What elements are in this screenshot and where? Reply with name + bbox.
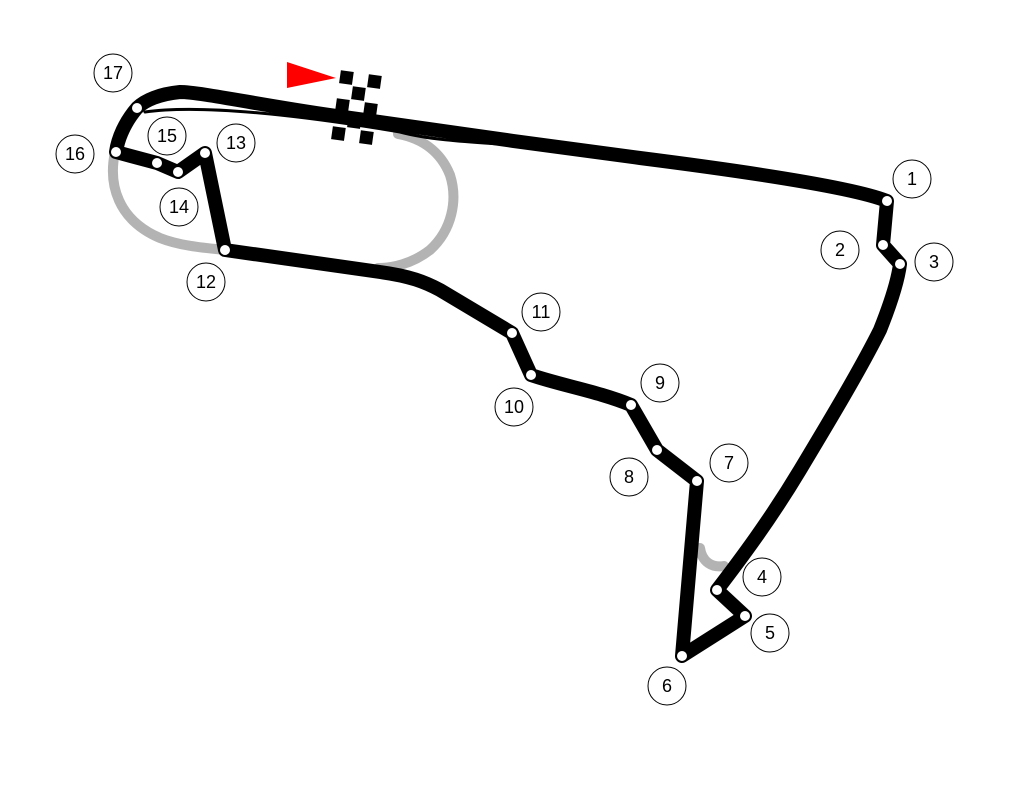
corner-label-15: 15 — [147, 116, 187, 156]
corner-number: 14 — [169, 197, 189, 217]
corner-number: 2 — [835, 240, 845, 260]
corner-marker-3 — [895, 259, 905, 269]
corner-marker-7 — [692, 476, 702, 486]
corner-marker-16 — [111, 147, 121, 157]
corner-number: 11 — [532, 302, 551, 322]
corner-number: 13 — [226, 133, 246, 153]
corner-marker-14 — [173, 167, 183, 177]
corner-number: 1 — [907, 169, 917, 189]
corner-number: 7 — [724, 453, 734, 473]
corner-label-5: 5 — [750, 613, 790, 653]
corner-number: 8 — [624, 467, 634, 487]
corner-number: 4 — [757, 567, 767, 587]
corner-marker-5 — [740, 611, 750, 621]
corner-label-3: 3 — [914, 242, 954, 282]
corner-marker-15 — [152, 158, 162, 168]
corner-marker-1 — [882, 196, 892, 206]
corner-number: 9 — [655, 373, 665, 393]
corner-label-16: 16 — [55, 134, 95, 174]
unused-hairpin-section — [695, 543, 729, 572]
corner-marker-12 — [220, 245, 230, 255]
corner-marker-17 — [132, 103, 142, 113]
checkered-flag-icon — [331, 70, 382, 145]
corner-label-7: 7 — [709, 443, 749, 483]
corner-label-8: 8 — [609, 457, 649, 497]
corner-marker-10 — [526, 370, 536, 380]
corner-label-10: 10 — [494, 387, 534, 427]
corner-number: 6 — [662, 676, 672, 696]
corner-number: 12 — [196, 272, 216, 292]
corner-labels: 1 2 3 4 5 6 7 8 — [55, 53, 954, 706]
corner-number: 15 — [157, 126, 177, 146]
corner-number: 16 — [65, 144, 85, 164]
corner-label-14: 14 — [159, 187, 199, 227]
corner-number: 3 — [929, 252, 939, 272]
corner-number: 17 — [103, 63, 123, 83]
corner-number: 5 — [765, 623, 775, 643]
unused-track-sections — [107, 129, 729, 572]
start-flag-icon — [287, 62, 336, 88]
corner-marker-9 — [626, 400, 636, 410]
pit-lane — [143, 107, 502, 146]
corner-label-1: 1 — [892, 159, 932, 199]
corner-label-4: 4 — [742, 557, 782, 597]
corner-marker-13 — [200, 148, 210, 158]
corner-label-11: 11 — [521, 292, 561, 332]
main-track — [109, 85, 907, 663]
corner-number: 10 — [504, 397, 524, 417]
corner-marker-2 — [878, 240, 888, 250]
corner-label-9: 9 — [640, 363, 680, 403]
corner-marker-8 — [652, 445, 662, 455]
corner-label-2: 2 — [820, 230, 860, 270]
unused-oval-section — [373, 129, 459, 273]
corner-marker-4 — [712, 585, 722, 595]
corner-label-13: 13 — [216, 123, 256, 163]
corner-markers — [111, 103, 905, 661]
corner-marker-6 — [677, 651, 687, 661]
corner-label-6: 6 — [647, 666, 687, 706]
corner-label-17: 17 — [93, 53, 133, 93]
unused-infield-section — [107, 147, 230, 255]
corner-label-12: 12 — [186, 262, 226, 302]
corner-marker-11 — [507, 328, 517, 338]
